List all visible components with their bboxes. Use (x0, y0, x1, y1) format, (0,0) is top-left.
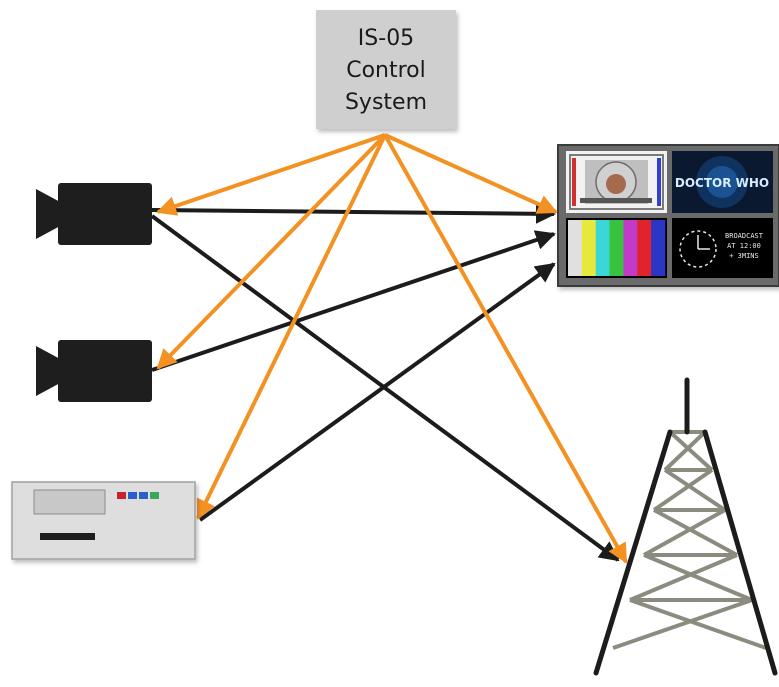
signal-arrow-camera1-to-monitor (151, 203, 556, 224)
recorder-indicator-led (150, 492, 159, 499)
programme-logo-thumbnail: DOCTOR WHO (672, 151, 773, 213)
control-system-label-line-3: System (345, 90, 427, 115)
camera-icon (36, 340, 152, 402)
signal-arrows (150, 203, 620, 562)
control-arrow-to-camera1 (156, 133, 386, 216)
signal-arrow-camera2-to-monitor (151, 230, 556, 372)
control-system-label-line-1: IS-05 (358, 26, 414, 51)
clock-caption-line-3: + 3MINS (729, 252, 759, 260)
signal-arrow-recorder-to-monitor (198, 262, 556, 522)
color-bar (637, 220, 652, 276)
color-bar (609, 220, 624, 276)
control-arrow-to-camera2 (156, 133, 387, 370)
test-card-thumbnail (566, 151, 667, 213)
recorder-indicator-led (117, 492, 126, 499)
multiviewer-monitor: DOCTOR WHO BROADCAST AT 12:00 + 3MINS (557, 144, 779, 287)
camera-icon (36, 183, 152, 245)
control-system-box: IS-05 Control System (316, 10, 456, 129)
control-arrow-to-monitor (384, 133, 558, 214)
color-bar (651, 220, 666, 276)
recorder-device (11, 481, 196, 560)
clock-thumbnail: BROADCAST AT 12:00 + 3MINS (672, 218, 773, 278)
control-arrows (156, 133, 628, 564)
recorder-indicator-led (139, 492, 148, 499)
control-system-label-line-2: Control (346, 58, 426, 83)
clock-caption-line-1: BROADCAST (725, 232, 764, 240)
recorder-display-panel (33, 489, 106, 515)
recorder-indicator-led (128, 492, 137, 499)
color-bar (581, 220, 597, 276)
color-bar (595, 220, 610, 276)
clock-caption-line-2: AT 12:00 (727, 242, 761, 250)
recorder-slot (40, 533, 95, 540)
clock-face (679, 230, 717, 268)
transmitter-tower (593, 377, 778, 676)
color-bar (623, 220, 638, 276)
programme-logo-text: DOCTOR WHO (675, 176, 769, 190)
color-bars-thumbnail (566, 218, 667, 278)
color-bar (568, 220, 583, 276)
control-arrow-to-recorder (196, 134, 387, 520)
control-arrow-to-tower (383, 134, 628, 564)
